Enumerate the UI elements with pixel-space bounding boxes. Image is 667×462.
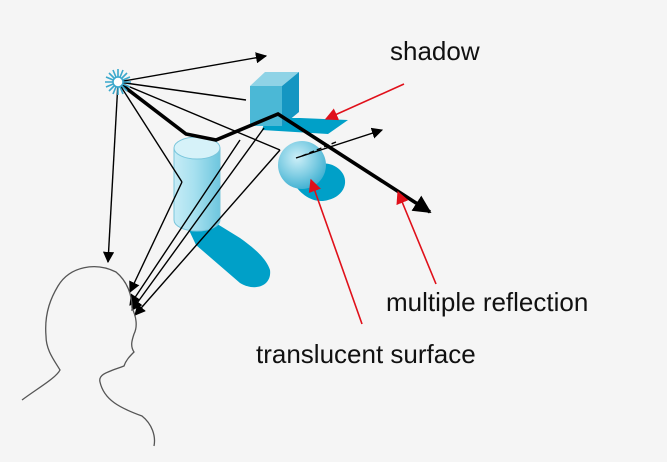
- annotation-arrows: [308, 83, 437, 325]
- cylinder-object: [173, 136, 221, 232]
- head-outline-icon: [21, 266, 156, 447]
- reflection-pointer: [396, 190, 437, 285]
- translucent-sphere: [278, 141, 326, 189]
- translucent-surface-label: translucent surface: [256, 339, 476, 369]
- box-object: [250, 72, 299, 126]
- multiple-reflection-ray: [116, 80, 432, 214]
- translucent-pointer: [308, 178, 363, 325]
- shadow-pointer: [324, 83, 405, 121]
- shadow-label: shadow: [390, 36, 480, 66]
- light-rays: [102, 52, 384, 316]
- multiple-reflection-label: multiple reflection: [386, 287, 588, 317]
- cylinder-shadow: [188, 222, 271, 288]
- starburst-icon: [105, 69, 131, 95]
